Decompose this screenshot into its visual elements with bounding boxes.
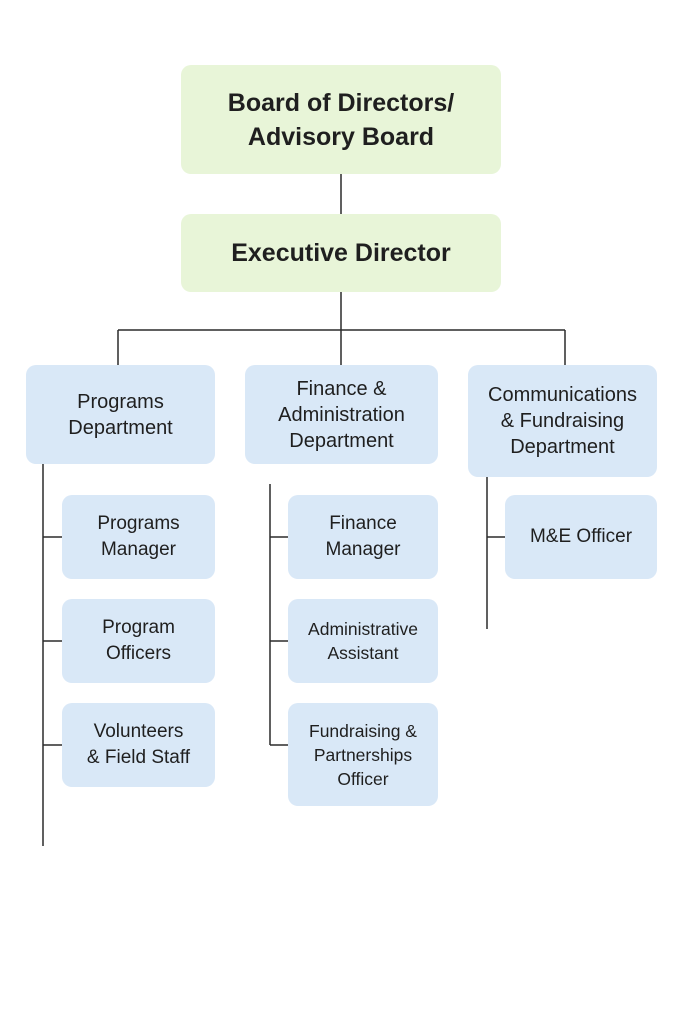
- programs-manager-box: Programs Manager: [62, 495, 215, 579]
- executive-director-box: Executive Director: [181, 214, 501, 292]
- administrative-assistant-box: Administrative Assistant: [288, 599, 438, 683]
- program-officers-box: Program Officers: [62, 599, 215, 683]
- communications-fundraising-department-box: Communications & Fundraising Department: [468, 365, 657, 477]
- finance-manager-box: Finance Manager: [288, 495, 438, 579]
- fundraising-partnerships-officer-box: Fundraising & Partnerships Officer: [288, 703, 438, 806]
- board-of-directors-box: Board of Directors/ Advisory Board: [181, 65, 501, 174]
- me-officer-box: M&E Officer: [505, 495, 657, 579]
- programs-department-box: Programs Department: [26, 365, 215, 464]
- finance-administration-department-box: Finance & Administration Department: [245, 365, 438, 464]
- volunteers-field-staff-box: Volunteers & Field Staff: [62, 703, 215, 787]
